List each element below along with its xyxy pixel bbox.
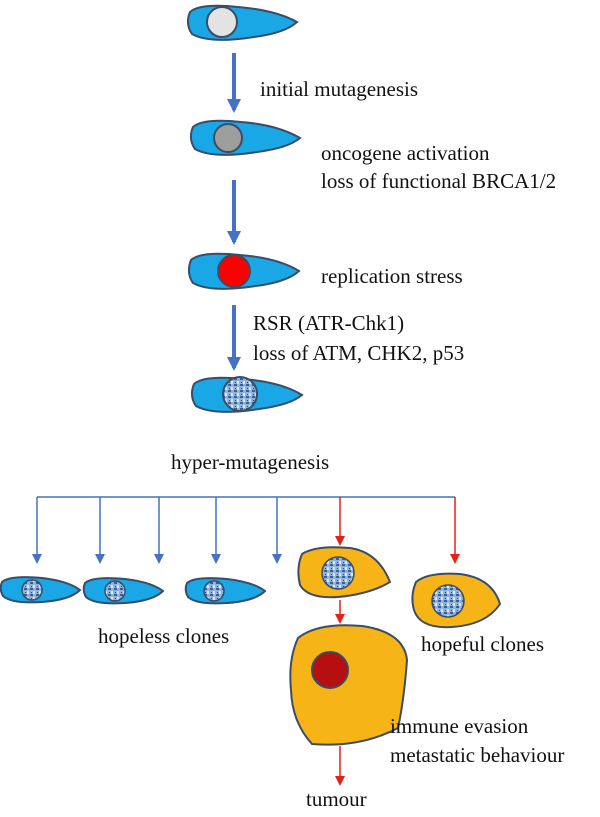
cell-icon-hopeless-2 [82, 577, 165, 605]
cell-icon-hopeful-1 [297, 546, 392, 599]
cell-icon-hopeless-3 [184, 577, 267, 605]
label-loss-brca: loss of functional BRCA1/2 [321, 169, 557, 193]
label-rsr: RSR (ATR-Chk1) [253, 311, 405, 335]
label-replication-stress: replication stress [321, 264, 463, 288]
label-hyper-mutagenesis: hyper-mutagenesis [171, 450, 330, 474]
cell-icon-hopeful-2 [411, 572, 502, 629]
nucleus-icon-tumour [311, 651, 349, 689]
nucleus-icon-hypermutated [222, 376, 258, 412]
label-hopeful-clones: hopeful clones [421, 632, 545, 656]
nucleus-icon [431, 584, 465, 618]
label-initial-mutagenesis: initial mutagenesis [260, 77, 419, 101]
label-hopeless-clones: hopeless clones [98, 624, 230, 648]
nucleus-icon-mutated [213, 123, 243, 153]
cell-icon-normal [186, 4, 299, 41]
cell-icon-replication-stress [187, 252, 301, 290]
label-immune-evasion: immune evasion [390, 714, 529, 738]
label-loss-atm: loss of ATM, CHK2, p53 [253, 341, 465, 365]
nucleus-icon [203, 580, 225, 602]
nucleus-icon [21, 579, 43, 601]
nucleus-icon [321, 556, 355, 590]
label-oncogene-activation: oncogene activation [321, 141, 490, 165]
cell-icon-hopeless-1 [0, 576, 82, 604]
cell-icon-hyper-mutagenesis [190, 376, 304, 413]
cell-icon-oncogene [189, 119, 302, 156]
label-metastatic-behaviour: metastatic behaviour [390, 743, 565, 767]
nucleus-icon [104, 580, 126, 602]
label-tumour: tumour [306, 787, 367, 811]
nucleus-icon-normal [206, 6, 238, 38]
nucleus-icon-stressed [217, 254, 251, 288]
cell-icon-tumour [289, 624, 409, 746]
